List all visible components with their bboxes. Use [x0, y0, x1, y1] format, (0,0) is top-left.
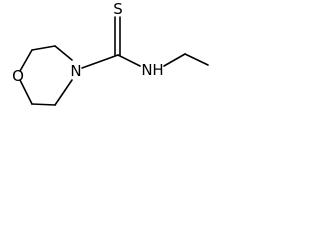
- chemical-structure: S O N N H: [12, 0, 209, 106]
- bond-ch2-ch3: [184, 53, 209, 66]
- bond-c-n-lower-right: [54, 79, 73, 106]
- atom-label-ring-oxygen: O: [12, 67, 24, 85]
- morpholine-ring: [19, 45, 73, 106]
- bond-o-c-lower-left: [19, 79, 33, 105]
- bond-n-ch2: [163, 53, 186, 67]
- atom-label-ring-nitrogen: N: [70, 62, 81, 80]
- bond-c-c-lower: [31, 103, 56, 106]
- bond-c-o-upper-left: [19, 49, 33, 72]
- atom-label-amine-hydrogen: H: [152, 61, 163, 79]
- atom-label-amine-nitrogen: N: [141, 61, 152, 79]
- bond-ring-n-to-carbon: [81, 54, 119, 69]
- bond-carbon-to-amine-n: [117, 54, 141, 67]
- thioamide-group: [81, 16, 141, 69]
- atom-label-sulfur: S: [113, 0, 123, 18]
- ethyl-group: [163, 53, 209, 67]
- bond-c-c-upper: [31, 45, 56, 51]
- bond-n-c-upper-right: [54, 45, 73, 61]
